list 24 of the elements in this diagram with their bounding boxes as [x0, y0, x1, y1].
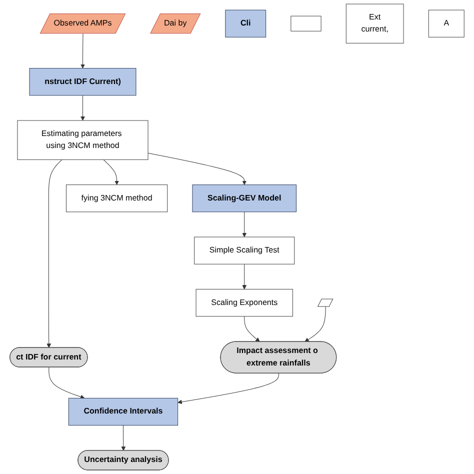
node-box: Scaling Exponents [196, 288, 293, 317]
arrow [148, 152, 247, 185]
arrow [46, 159, 62, 348]
arrow [121, 425, 126, 451]
node-box: Ext current, [346, 4, 404, 44]
node-box: Scaling-GEV Model [192, 184, 296, 212]
arrow [178, 373, 279, 404]
node-box: Estimating parameters using 3NCM method [17, 120, 148, 160]
arrow [48, 367, 85, 399]
arrow [244, 316, 260, 342]
node-box: fying 3NCM method [66, 184, 168, 212]
arrow [80, 33, 85, 68]
node-box [290, 16, 322, 32]
node-box: Cli [225, 10, 266, 38]
node-parallelogram [318, 298, 334, 307]
arrow [242, 212, 247, 238]
node-box: nstruct IDF Current) [29, 68, 136, 96]
arrow [304, 306, 326, 342]
arrow [80, 95, 85, 121]
node-box: Simple Scaling Test [194, 236, 295, 264]
node-box: Confidence Intervals [68, 398, 178, 426]
arrow [242, 264, 247, 290]
arrow [103, 159, 120, 185]
node-box: A [428, 10, 464, 38]
